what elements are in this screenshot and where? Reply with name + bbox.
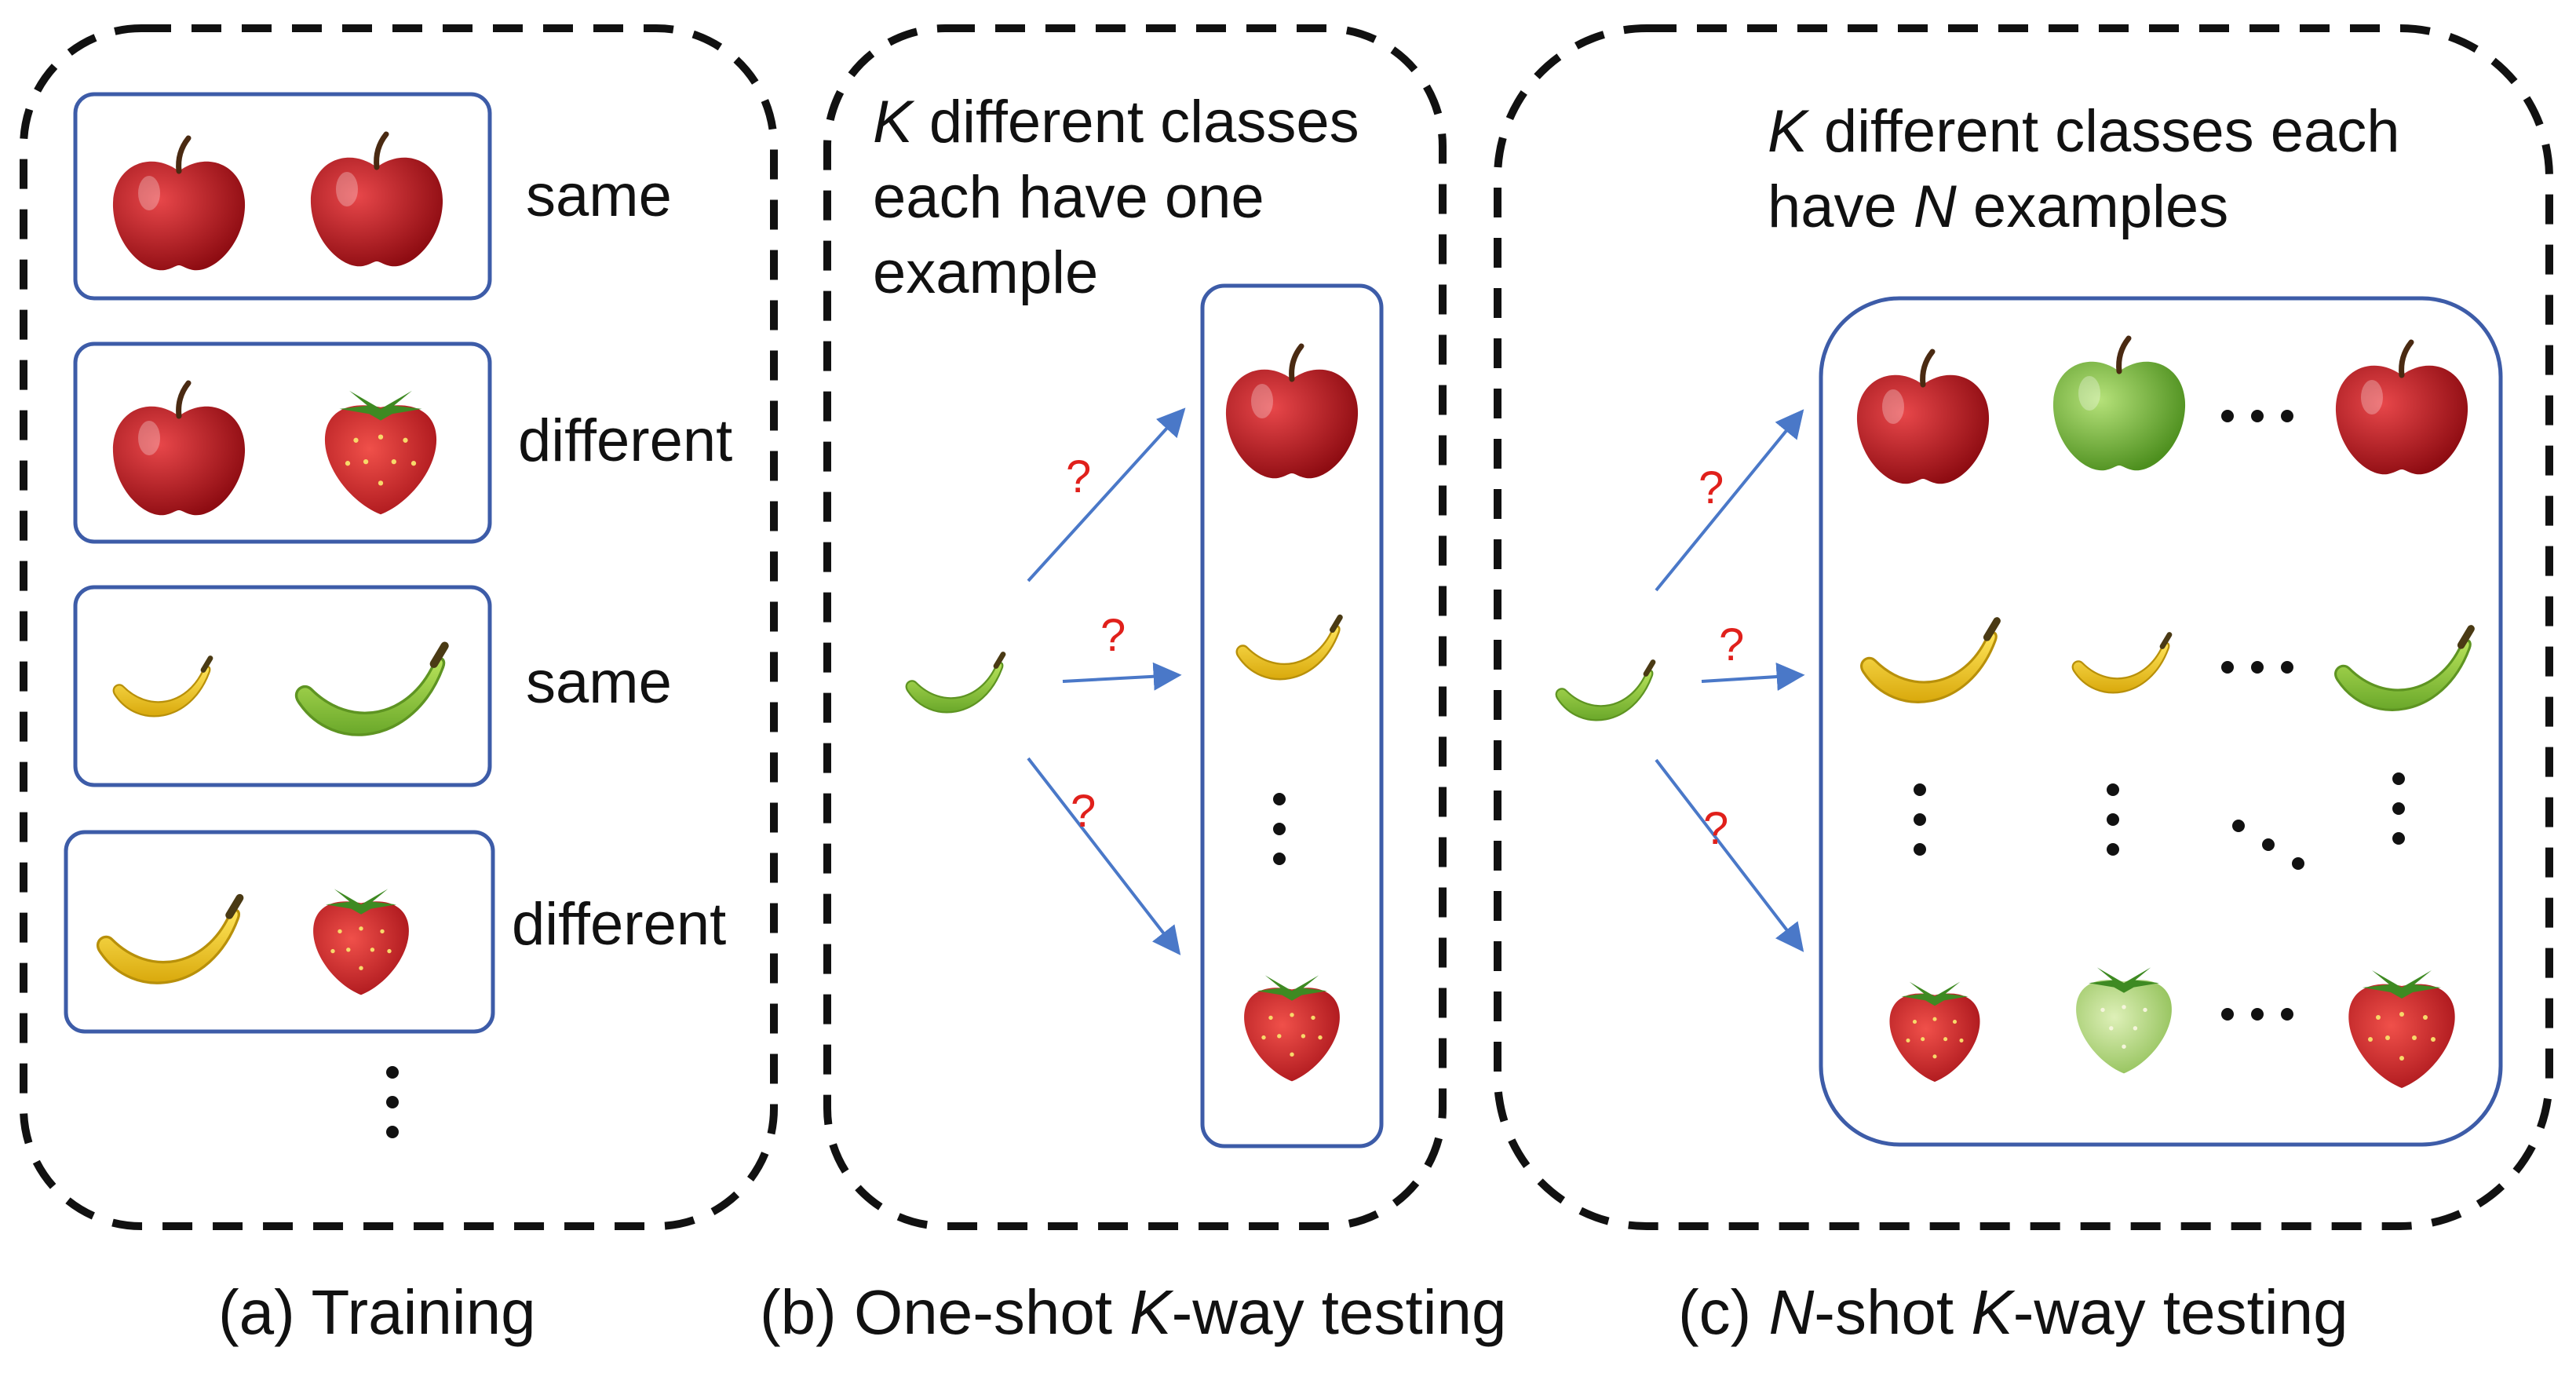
arrow-to-apple — [1027, 407, 1186, 582]
green-strawberry-icon — [2076, 967, 2172, 1074]
panel-c-description: K different classes each have N examples — [1768, 94, 2400, 245]
panel-a-frame — [20, 24, 778, 1230]
caption-c-mid: -shot — [1814, 1277, 1972, 1347]
pair-label-3: same — [526, 649, 672, 716]
pair-frame-4 — [64, 830, 495, 1034]
arrow-to-row-3 — [1655, 758, 1804, 952]
strawberry-icon — [1889, 981, 1980, 1083]
question-mark: ? — [1703, 803, 1729, 854]
caption-c-pre: (c) — [1678, 1277, 1769, 1347]
panel-b-description: K different classes each have one exampl… — [873, 85, 1359, 311]
desc-line-1: different classes each — [1807, 98, 2400, 165]
question-mark: ? — [1066, 451, 1092, 502]
apple-icon — [1226, 346, 1358, 478]
desc-line-2-pre: have — [1768, 173, 1914, 240]
apple-icon — [113, 383, 245, 515]
ellipsis-vertical — [1273, 793, 1286, 865]
banana-icon — [98, 898, 240, 983]
caption-a: (a) Training — [218, 1277, 536, 1347]
k-variable: K — [873, 89, 913, 155]
banana-icon — [1862, 621, 1998, 702]
pair-frame-2 — [73, 341, 492, 544]
caption-b: (b) One-shot K-way testing — [760, 1276, 1507, 1349]
banana-icon — [1237, 617, 1341, 679]
strawberry-icon — [1244, 975, 1340, 1082]
panel-c-frame — [1494, 24, 2553, 1230]
ellipsis-horizontal — [2221, 410, 2293, 1021]
pair-frame-3 — [73, 585, 492, 787]
k-variable: K — [1768, 98, 1808, 165]
support-frame — [1200, 283, 1384, 1148]
green-banana-icon — [297, 646, 445, 735]
question-mark: ? — [1719, 619, 1745, 670]
question-mark: ? — [1698, 462, 1724, 513]
green-banana-icon — [2336, 629, 2472, 710]
green-apple-icon — [2053, 338, 2185, 470]
pair-label-2: different — [518, 407, 733, 474]
strawberry-icon — [2348, 970, 2455, 1088]
apple-icon — [1857, 352, 1989, 484]
support-grid-frame — [1819, 296, 2503, 1147]
question-mark: ? — [1071, 786, 1096, 837]
caption-c: (c) N-shot K-way testing — [1678, 1276, 2348, 1349]
caption-b-post: -way testing — [1171, 1277, 1507, 1347]
apple-icon — [2336, 342, 2468, 474]
banana-icon — [114, 659, 210, 717]
arrow-to-row-1 — [1655, 409, 1804, 592]
query-green-banana-icon — [1556, 663, 1653, 721]
strawberry-icon — [313, 889, 409, 995]
query-green-banana-icon — [907, 655, 1003, 713]
caption-c-post: -way testing — [2012, 1277, 2348, 1347]
arrow-to-banana — [1062, 662, 1182, 691]
desc-line-1: different classes — [912, 89, 1359, 155]
ellipsis-diagonal — [2232, 820, 2304, 870]
strawberry-icon — [324, 390, 437, 515]
caption-c-n: N — [1768, 1277, 1815, 1347]
pair-label-1: same — [526, 162, 672, 229]
caption-c-k: K — [1971, 1277, 2013, 1347]
pair-frame-1 — [73, 92, 492, 301]
caption-b-pre: (b) One-shot — [760, 1277, 1130, 1347]
arrow-to-row-2 — [1701, 663, 1805, 691]
ellipsis-vertical — [1914, 772, 2405, 856]
desc-line-3: example — [873, 239, 1099, 306]
pair-label-4: different — [512, 891, 727, 958]
apple-icon — [113, 138, 245, 270]
caption-b-k: K — [1129, 1277, 1172, 1347]
desc-line-2-post: examples — [1956, 173, 2229, 240]
n-variable: N — [1913, 173, 1957, 240]
ellipsis-vertical — [386, 1066, 399, 1138]
question-mark: ? — [1100, 610, 1126, 661]
banana-icon — [2073, 635, 2169, 693]
apple-icon — [311, 134, 443, 266]
desc-line-2: each have one — [873, 164, 1264, 231]
arrow-to-strawberry — [1027, 757, 1181, 955]
